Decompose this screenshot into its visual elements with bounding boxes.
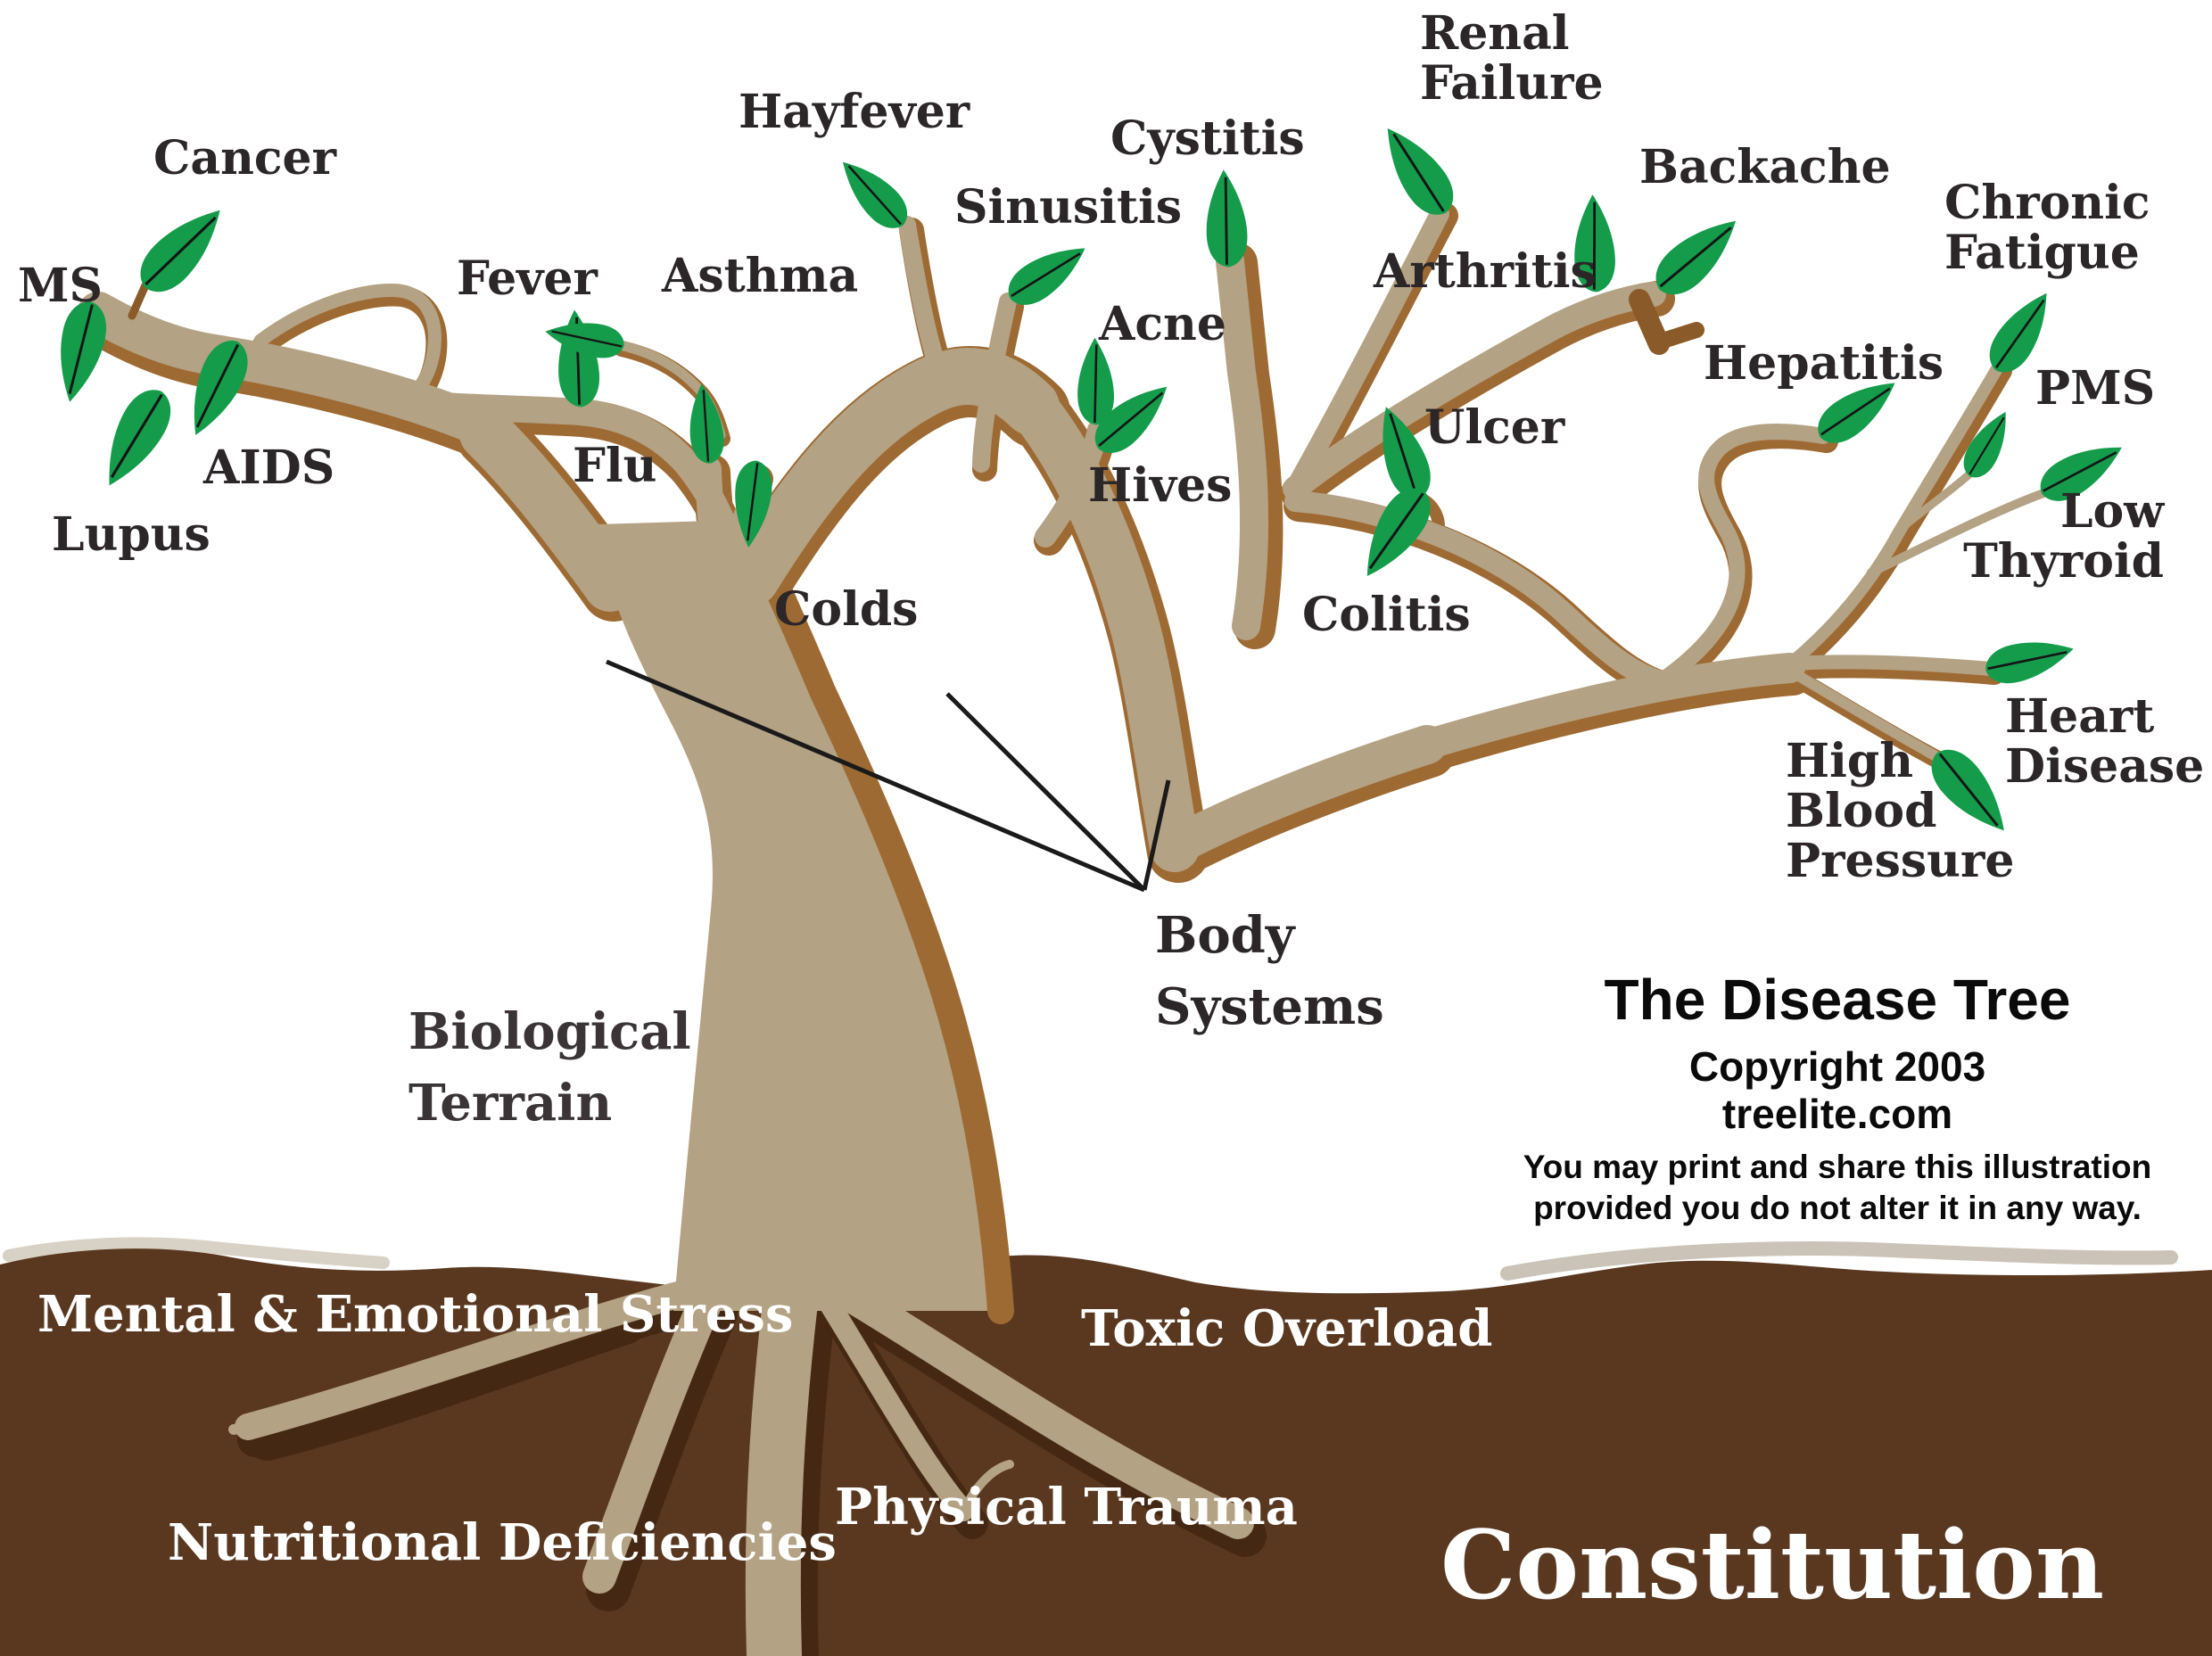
body-systems-pointer-lines	[606, 659, 1171, 893]
heart-disease-line-1: Heart	[2005, 689, 2155, 744]
body-systems-line-1: Body	[1155, 906, 1295, 965]
disease-label-colitis: Colitis	[1302, 588, 1471, 642]
leaf-hayfever	[829, 148, 918, 239]
leaf-fever	[552, 307, 603, 410]
annotation-body-systems: Body Systems	[1155, 901, 1384, 1042]
annotation-biological-terrain: Biological Terrain	[409, 997, 691, 1139]
disease-label-backache: Backache	[1639, 140, 1891, 194]
renal-failure-line-2: Failure	[1420, 56, 1604, 111]
disease-label-chronic-fatigue: Chronic Fatigue	[1944, 176, 2150, 281]
disease-label-high-blood-pressure: High Blood Pressure	[1786, 734, 2015, 889]
chronic-fatigue-line-2: Fatigue	[1944, 226, 2140, 281]
disease-label-pms: PMS	[2035, 361, 2156, 416]
biological-terrain-line-2: Terrain	[409, 1073, 613, 1133]
leaf-cystitis	[1201, 167, 1250, 270]
physical-line-1: Physical	[835, 1478, 1067, 1537]
title-block: The Disease Tree Copyright 2003 treelite…	[1481, 968, 2194, 1229]
disease-label-ulcer: Ulcer	[1424, 400, 1565, 455]
root-label-physical-trauma: Physical Trauma	[835, 1473, 1298, 1541]
root-label-nutritional-deficiencies: Nutritional Deficiencies	[168, 1509, 837, 1577]
disease-label-arthritis: Arthritis	[1374, 244, 1597, 299]
biological-terrain-line-1: Biological	[409, 1002, 691, 1061]
root-label-constitution: Constitution	[1440, 1509, 2105, 1620]
mental-line-3: Stress	[619, 1285, 794, 1344]
disease-label-cystitis: Cystitis	[1110, 111, 1305, 166]
root-label-toxic-overload: Toxic Overload	[1081, 1295, 1492, 1363]
chronic-fatigue-line-1: Chronic	[1944, 176, 2150, 230]
low-thyroid-line-2: Thyroid	[1963, 534, 2164, 589]
nutritional-line-1: Nutritional	[168, 1513, 482, 1572]
high-blood-pressure-line-2: Blood	[1786, 784, 1937, 839]
notice-line-2: provided you do not alter it in any way.	[1533, 1190, 2142, 1227]
disease-label-aids: AIDS	[203, 441, 335, 495]
disease-label-heart-disease: Heart Disease	[2005, 689, 2205, 795]
disease-label-hayfever: Hayfever	[739, 85, 970, 139]
roots	[228, 1274, 1254, 1656]
leaf-cancer	[128, 193, 238, 305]
disease-label-renal-failure: Renal Failure	[1420, 6, 1604, 111]
leaf-heart-disease	[1980, 629, 2080, 690]
physical-line-2: Trauma	[1084, 1478, 1298, 1537]
toxic-line-1: Toxic	[1081, 1299, 1226, 1358]
root-label-mental-emotional-stress: Mental & Emotional Stress	[37, 1281, 793, 1348]
renal-failure-line-1: Renal	[1420, 6, 1570, 61]
disease-label-asthma: Asthma	[662, 249, 859, 303]
low-thyroid-line-1: Low	[2059, 484, 2164, 539]
disease-label-hepatitis: Hepatitis	[1704, 336, 1944, 391]
disease-label-flu: Flu	[573, 439, 657, 493]
body-systems-line-2: Systems	[1155, 976, 1384, 1036]
leaf-ms	[47, 295, 114, 408]
disease-label-ms: MS	[18, 259, 103, 313]
disease-label-hives: Hives	[1088, 458, 1233, 513]
trunk	[596, 520, 1014, 1324]
dark-stubs	[128, 281, 1704, 355]
leaf-lupus	[87, 379, 183, 498]
disease-label-acne: Acne	[1099, 297, 1226, 351]
website-text: treelite.com	[1721, 1091, 1953, 1138]
notice-line-1: You may print and share this illustratio…	[1523, 1149, 2152, 1186]
copyright-text: Copyright 2003	[1688, 1043, 1986, 1091]
high-blood-pressure-line-1: High	[1786, 734, 1914, 788]
disease-label-low-thyroid: Low Thyroid	[1963, 484, 2164, 589]
mental-line-2: Emotional	[315, 1285, 603, 1344]
disease-label-cancer: Cancer	[153, 131, 337, 185]
nutritional-line-2: Deficiencies	[498, 1513, 837, 1572]
disease-label-sinusitis: Sinusitis	[954, 180, 1182, 235]
high-blood-pressure-line-3: Pressure	[1786, 834, 2015, 889]
heart-disease-line-2: Disease	[2005, 739, 2205, 795]
disease-label-lupus: Lupus	[52, 507, 210, 562]
toxic-line-2: Overload	[1242, 1299, 1493, 1358]
disease-label-fever: Fever	[457, 251, 598, 306]
page-title: The Disease Tree	[1604, 968, 2071, 1032]
mental-line-1: Mental &	[37, 1285, 298, 1344]
disease-label-colds: Colds	[774, 582, 919, 637]
leaf-backache	[1644, 203, 1752, 308]
